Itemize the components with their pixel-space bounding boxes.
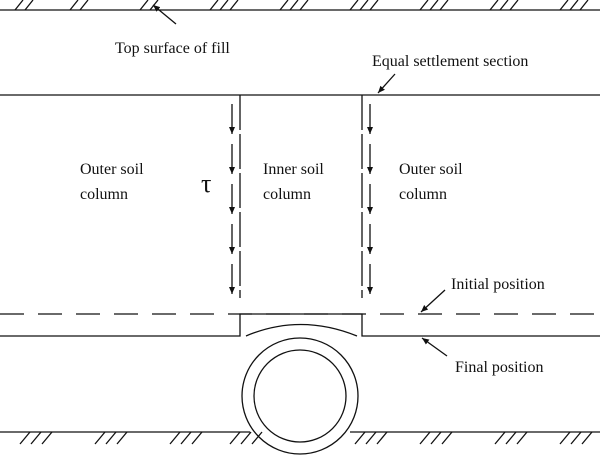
top-surface-label: Top surface of fill <box>115 40 230 57</box>
hatch-mark <box>430 431 442 445</box>
hatch-mark <box>559 0 569 11</box>
hatch-mark <box>251 431 263 445</box>
initial-position-label: Initial position <box>451 276 545 293</box>
inner-soil-label-2: column <box>263 186 311 203</box>
hatch-mark <box>439 0 449 11</box>
inner-column-bulge <box>245 323 358 337</box>
inner-soil-label: Inner soil <box>263 161 324 178</box>
hatch-mark <box>359 0 369 11</box>
hatch-mark <box>579 0 589 11</box>
pipe-outer-wall <box>241 337 359 455</box>
final-position-leader-arrow <box>421 337 448 357</box>
hatch-mark <box>516 431 528 445</box>
hatch-mark <box>581 431 593 445</box>
hatch-mark <box>69 0 79 11</box>
hatch-mark <box>489 0 499 11</box>
hatch-mark <box>94 431 106 445</box>
hatch-mark <box>569 0 579 11</box>
hatch-mark <box>180 431 192 445</box>
hatch-mark <box>419 431 431 445</box>
hatch-mark <box>419 0 429 11</box>
final-position-line <box>0 313 600 337</box>
hatch-mark <box>429 0 439 11</box>
hatch-mark <box>289 0 299 11</box>
hatch-mark <box>139 0 149 11</box>
hatch-mark <box>494 431 506 445</box>
hatch-mark <box>14 0 24 11</box>
equal-settlement-leader-arrow <box>377 73 396 94</box>
final-position-label: Final position <box>455 359 543 376</box>
hatch-mark <box>349 0 359 11</box>
hatch-mark <box>240 431 252 445</box>
outer-soil-left-label: Outer soil <box>80 161 144 178</box>
hatch-mark <box>169 431 181 445</box>
hatch-mark <box>499 0 509 11</box>
hatch-mark <box>191 431 203 445</box>
shear-stress-arrows <box>229 104 373 294</box>
hatch-mark <box>219 0 229 11</box>
equal-settlement-label: Equal settlement section <box>372 53 528 70</box>
top-surface-line <box>0 0 600 11</box>
hatch-mark <box>116 431 128 445</box>
hatch-mark <box>365 431 377 445</box>
hatch-mark <box>105 431 117 445</box>
hatch-mark <box>229 431 241 445</box>
hatch-mark <box>299 0 309 11</box>
outer-soil-right-label: Outer soil <box>399 161 463 178</box>
hatch-mark <box>376 431 388 445</box>
hatch-mark <box>19 431 31 445</box>
hatch-mark <box>441 431 453 445</box>
hatch-mark <box>209 0 219 11</box>
outer-soil-right-label-2: column <box>399 186 447 203</box>
hatch-mark <box>30 431 42 445</box>
hatch-mark <box>279 0 289 11</box>
hatch-mark <box>79 0 89 11</box>
hatch-mark <box>229 0 239 11</box>
bottom-foundation <box>0 431 600 445</box>
pipe-inner-wall <box>253 349 347 443</box>
initial-position-leader-arrow <box>420 289 446 313</box>
hatch-mark <box>505 431 517 445</box>
top-surface-leader-arrow <box>152 4 177 25</box>
hatch-mark <box>369 0 379 11</box>
hatch-mark <box>570 431 582 445</box>
hatch-mark <box>41 431 53 445</box>
hatch-mark <box>509 0 519 11</box>
hatch-mark <box>559 431 571 445</box>
hatch-mark <box>354 431 366 445</box>
outer-soil-left-label-2: column <box>80 186 128 203</box>
hatch-mark <box>24 0 34 11</box>
shear-stress-tau: τ <box>201 169 211 198</box>
